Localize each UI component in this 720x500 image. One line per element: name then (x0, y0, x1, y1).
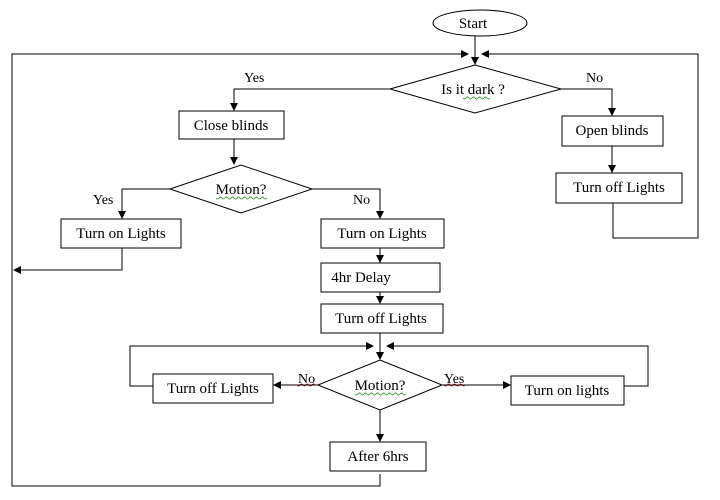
connector-right-feedback (386, 342, 649, 387)
connector-main-loop (11, 50, 469, 487)
process-4hr-delay-label: 4hr Delay (331, 270, 391, 286)
start-terminal (432, 9, 528, 37)
connector-left-feedback (129, 342, 374, 387)
edge-label-motion2-yes: Yes (444, 372, 464, 387)
process-turn-on-lights-bottom-label: Turn on lights (525, 383, 610, 399)
process-turn-off-lights-right-label: Turn off Lights (573, 180, 665, 196)
process-turn-off-lights-mid (320, 303, 444, 334)
edge-label-dark-yes: Yes (244, 71, 264, 86)
connector-left-on-to-loop (13, 248, 123, 274)
process-turn-on-lights-mid (320, 218, 445, 249)
connector-right-loop (481, 50, 699, 239)
process-turn-on-lights-bottom (510, 375, 625, 406)
process-after-6hrs (329, 441, 427, 472)
spellcheck-squiggle-motion-2 (354, 392, 407, 396)
connector-motion1-no (312, 188, 384, 219)
process-turn-on-lights-left (60, 218, 182, 249)
process-turn-on-lights-left-label: Turn on Lights (76, 226, 166, 242)
process-open-blinds-label: Open blinds (576, 123, 649, 139)
decision-motion-2-label: Motion? (355, 378, 406, 394)
decision-motion-1-label: Motion? (216, 182, 267, 198)
connector-motion1-yes (118, 188, 170, 219)
edge-label-motion1-yes: Yes (93, 193, 113, 208)
process-turn-off-lights-bottom-label: Turn off Lights (167, 381, 259, 397)
connector-dark-yes (230, 88, 390, 111)
connector-dark-no (561, 88, 616, 116)
process-turn-off-lights-mid-label: Turn off Lights (335, 311, 427, 327)
spellcheck-squiggle-motion-1 (215, 196, 268, 200)
process-close-blinds-label: Close blinds (194, 118, 269, 134)
process-turn-on-lights-mid-label: Turn on Lights (337, 226, 427, 242)
process-turn-off-lights-bottom (152, 373, 274, 404)
process-close-blinds (178, 110, 285, 140)
start-label: Start (459, 16, 488, 32)
edge-label-motion2-no: No (298, 372, 315, 387)
process-turn-off-lights-right (555, 172, 683, 204)
decision-is-it-dark-label: Is it dark ? (441, 82, 505, 98)
edge-label-motion1-no: No (353, 193, 370, 208)
spellcheck-squiggle-dark (462, 96, 491, 100)
edge-label-dark-no: No (586, 71, 603, 86)
process-after-6hrs-label: After 6hrs (347, 449, 408, 465)
